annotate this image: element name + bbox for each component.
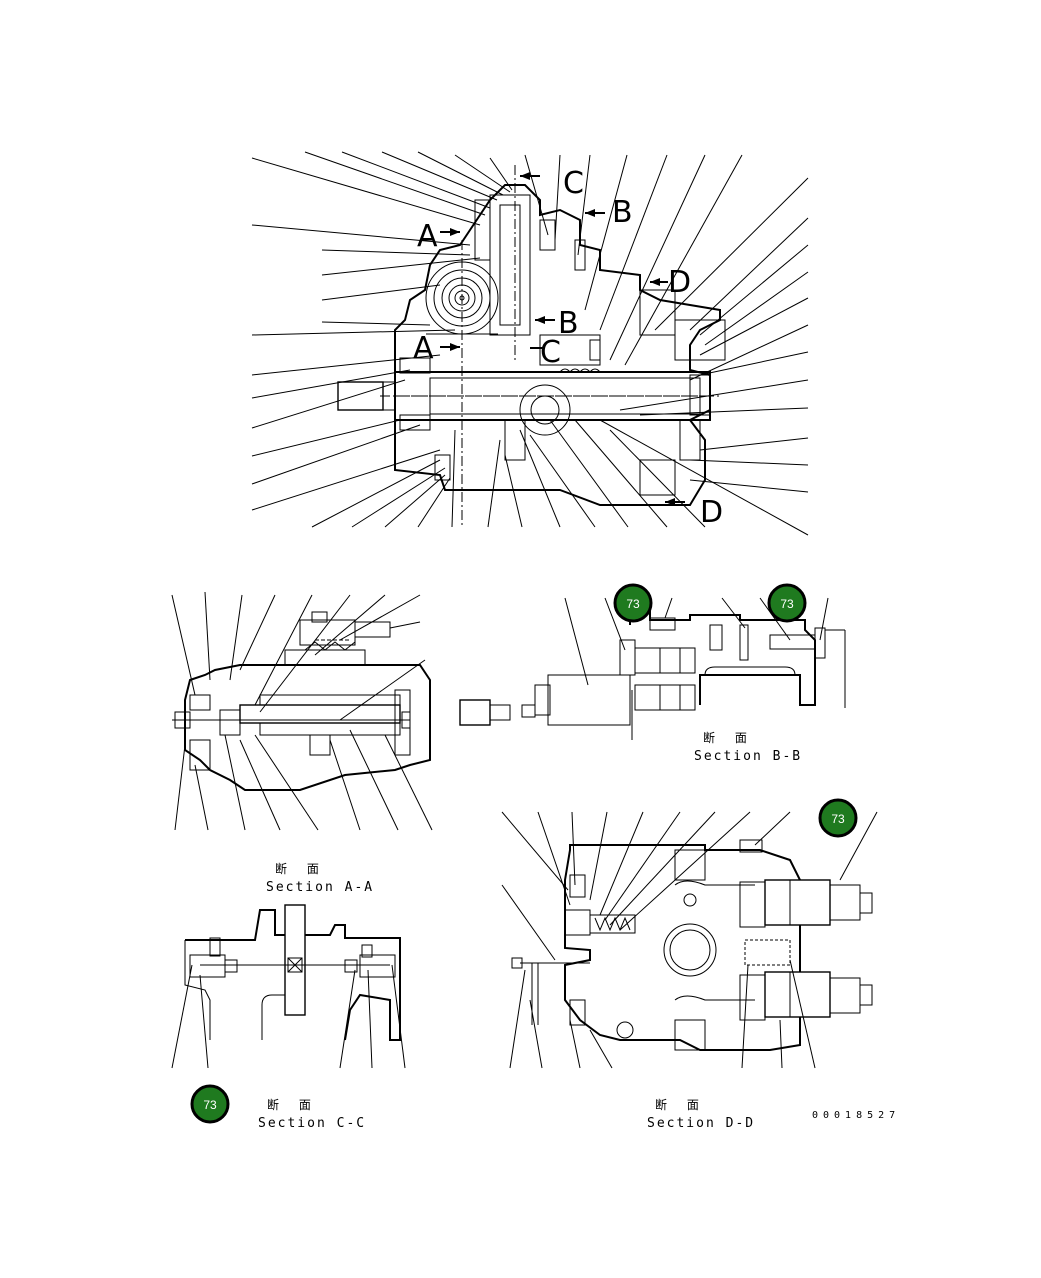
callout-73-label: 73	[203, 1098, 217, 1112]
cut-label-a-bottom: A	[413, 331, 434, 366]
cut-label-d-bottom: D	[700, 495, 723, 530]
section-d-d-view: 断 面 Section D-D	[501, 811, 878, 1131]
section-b-b-jp: 断 面	[703, 730, 755, 745]
section-c-c-title: Section C-C	[258, 1116, 366, 1131]
section-a-a-view: 断 面 Section A-A	[171, 591, 433, 895]
callout-73-label: 73	[780, 597, 794, 611]
cut-label-a-top: A	[417, 219, 438, 254]
callout-73-d-d[interactable]: 73	[818, 798, 858, 838]
callout-73-label: 73	[626, 597, 640, 611]
section-c-c-view: 断 面 Section C-C	[171, 904, 406, 1131]
section-b-b-title: Section B-B	[694, 749, 802, 764]
section-a-a-title: Section A-A	[266, 880, 374, 895]
cut-label-b-bottom: B	[558, 306, 579, 341]
cut-label-d-top: D	[668, 265, 691, 300]
section-c-c-jp: 断 面	[267, 1097, 319, 1112]
cut-label-b-top: B	[612, 195, 633, 230]
callout-73-label: 73	[831, 812, 845, 826]
cut-label-c-bottom: C	[540, 335, 561, 370]
section-a-a-jp: 断 面	[275, 861, 327, 876]
section-d-d-title: Section D-D	[647, 1116, 755, 1131]
section-b-b-view: 断 面 Section B-B	[459, 597, 846, 764]
cut-label-c-top: C	[563, 166, 584, 201]
drawing-reference-number: 00018527	[812, 1110, 900, 1121]
callout-73-b-b-right[interactable]: 73	[767, 583, 807, 623]
section-d-d-jp: 断 面	[655, 1097, 707, 1112]
main-view: C B A B D A C D	[251, 151, 809, 536]
callout-73-c-c[interactable]: 73	[190, 1084, 230, 1124]
callout-73-b-b-left[interactable]: 73	[613, 583, 653, 623]
